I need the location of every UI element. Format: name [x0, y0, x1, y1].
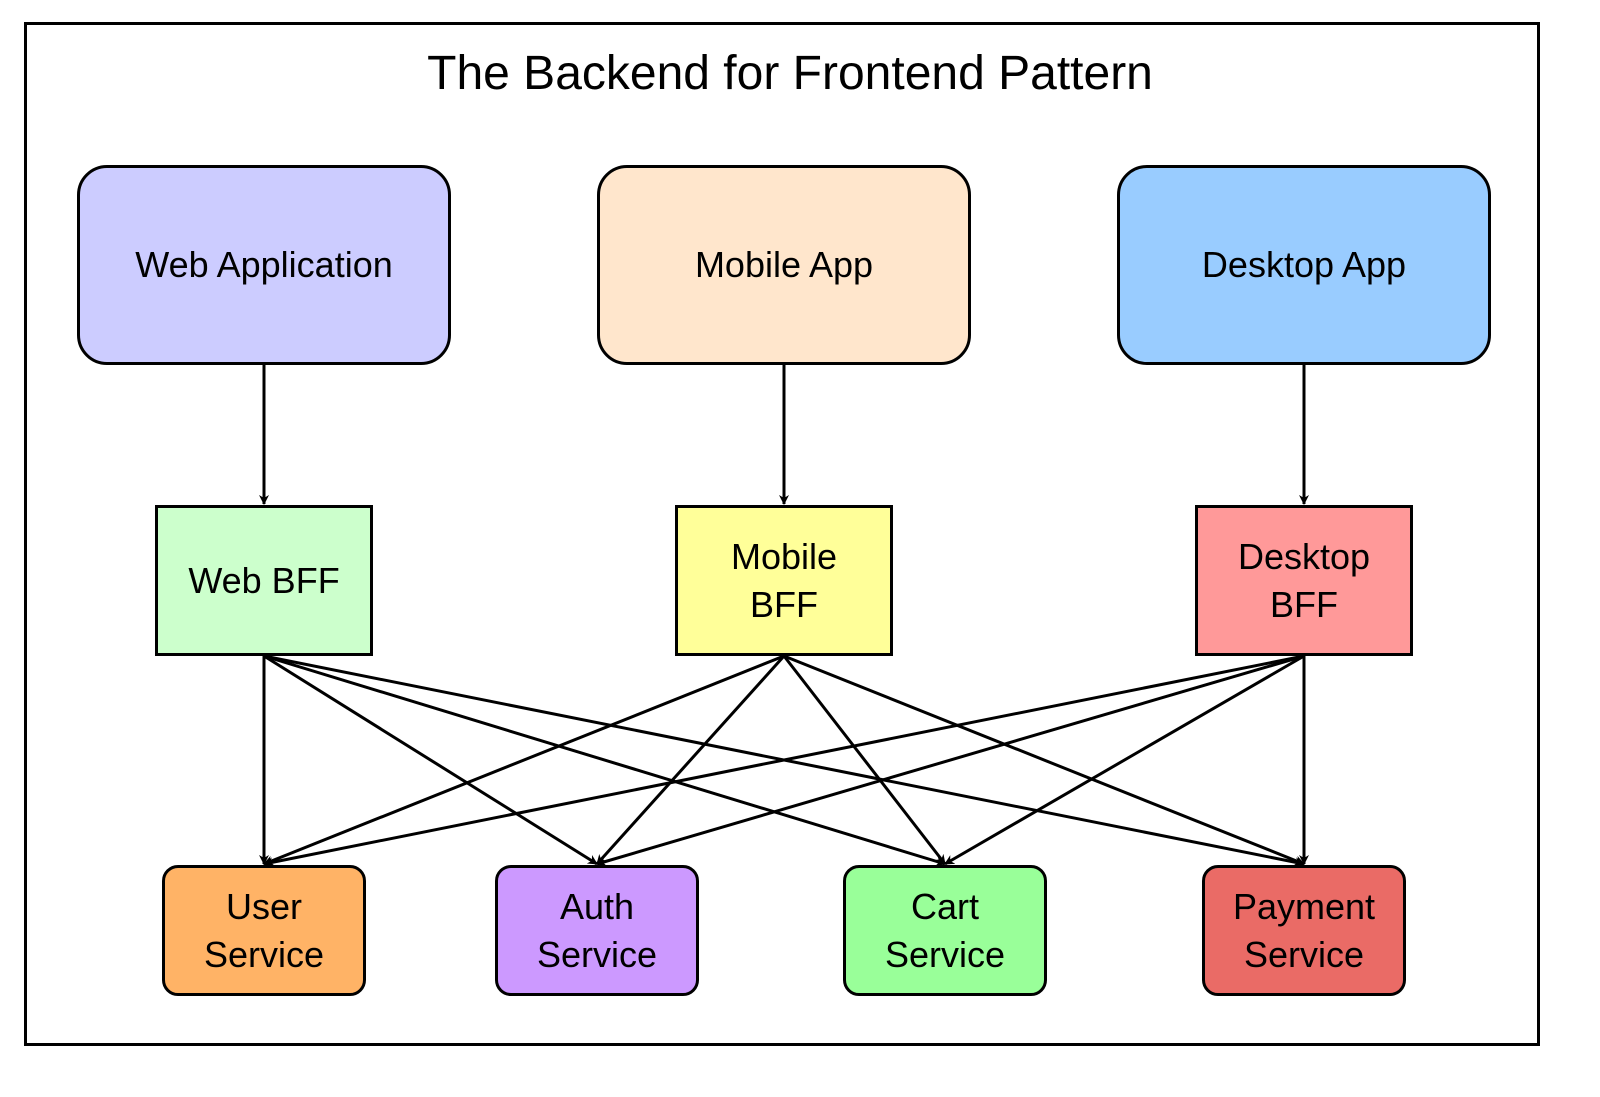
web-application-node: Web Application [77, 165, 451, 365]
edge-desktop-bff-to-auth-service [596, 654, 1305, 867]
user-service-node: User Service [162, 865, 366, 996]
auth-service-label: Auth Service [536, 885, 658, 975]
cart-service-node: Cart Service [843, 865, 1047, 996]
web-bff-node: Web BFF [155, 505, 373, 656]
user-service-label: User Service [203, 885, 325, 975]
edge-web-bff-to-auth-service [263, 654, 598, 866]
mobile-app-label: Mobile App [694, 244, 874, 285]
desktop-bff-label: Desktop BFF [1237, 535, 1371, 625]
edge-mobile-bff-to-cart-service [782, 655, 947, 865]
mobile-bff-node: Mobile BFF [675, 505, 893, 656]
mobile-app-node: Mobile App [597, 165, 971, 365]
desktop-app-node: Desktop App [1117, 165, 1491, 365]
desktop-bff-node: Desktop BFF [1195, 505, 1413, 656]
edge-desktop-bff-to-user-service [263, 654, 1305, 868]
edge-desktop-bff-to-cart-service [944, 654, 1305, 866]
diagram-title: The Backend for Frontend Pattern [427, 47, 1153, 100]
edge-web-bff-to-cart-service [263, 654, 946, 867]
edge-mobile-bff-to-payment-service [783, 654, 1305, 866]
cart-service-label: Cart Service [884, 885, 1006, 975]
web-application-label: Web Application [135, 244, 393, 285]
desktop-app-label: Desktop App [1201, 244, 1407, 285]
payment-service-node: Payment Service [1202, 865, 1406, 996]
diagram-frame [24, 22, 1540, 1046]
mobile-bff-label: Mobile BFF [730, 535, 838, 625]
web-bff-label: Web BFF [188, 559, 340, 601]
auth-service-node: Auth Service [495, 865, 699, 996]
edge-mobile-bff-to-auth-service [595, 654, 786, 866]
payment-service-label: Payment Service [1232, 885, 1376, 975]
edge-mobile-bff-to-user-service [263, 654, 785, 866]
